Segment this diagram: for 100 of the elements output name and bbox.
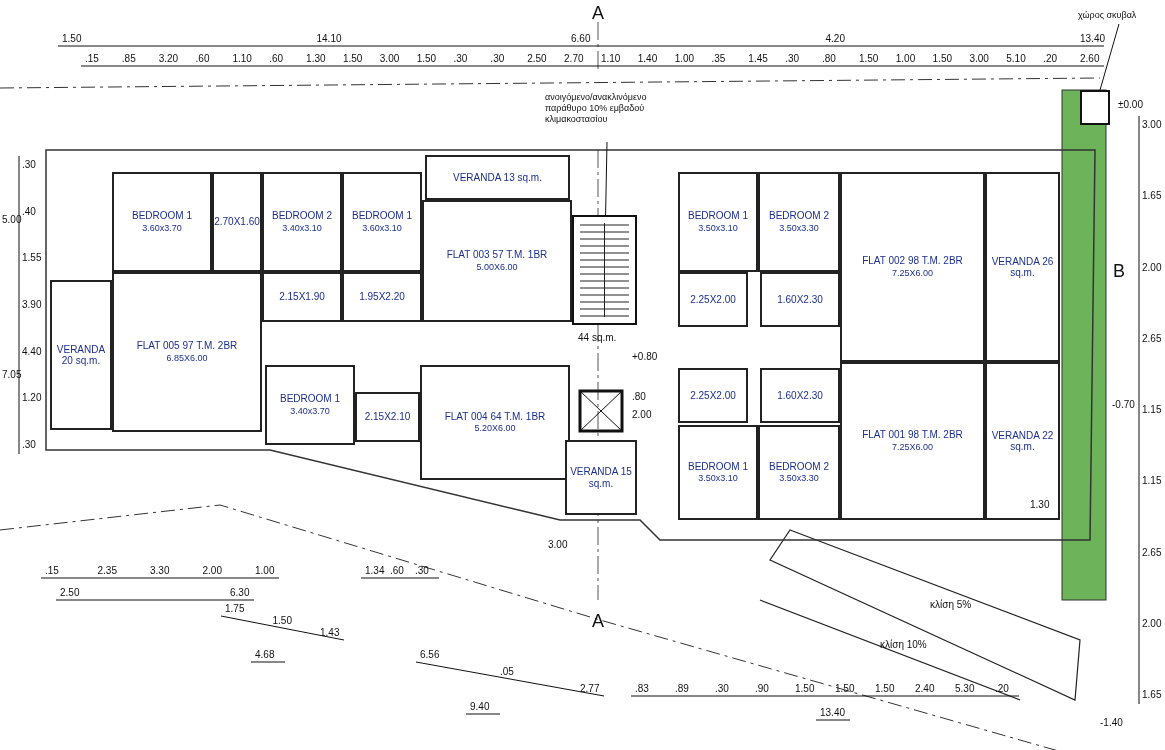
- dimension-label: 1.50: [932, 54, 953, 64]
- dimension-label: 5.00: [2, 215, 22, 225]
- dimension-label: 1.20: [22, 393, 42, 404]
- veranda: [425, 155, 570, 200]
- slope-label: κλίση 5%: [930, 600, 972, 610]
- dimension-label: 1.30: [1030, 500, 1050, 510]
- room-size: 6.85X6.00: [166, 353, 208, 364]
- bin-enclosure: [1080, 90, 1110, 125]
- room-size: 2.70X1.60: [214, 216, 260, 228]
- room-name: BEDROOM 2: [769, 210, 829, 222]
- dimension-label: .30: [453, 54, 468, 64]
- bathroom: [760, 272, 840, 327]
- room-size: 3.50x3.10: [698, 474, 738, 485]
- dimension-label: 1.75: [225, 604, 245, 614]
- veranda-label: VERANDA 20 sq.m.: [55, 343, 107, 367]
- dimension-label: 4.68: [255, 650, 275, 660]
- room-size: 1.60X2.30: [777, 389, 823, 402]
- leader-line: [1099, 23, 1120, 91]
- dimension-label: 9.40: [470, 702, 490, 712]
- veranda-label: VERANDA 26 sq.m.: [990, 255, 1055, 279]
- bathroom: [342, 272, 422, 322]
- dimension-label: .05: [500, 667, 514, 677]
- dimension-label: 6.30: [230, 588, 250, 598]
- veranda: [985, 362, 1060, 520]
- staircase-drawing: [572, 215, 637, 325]
- bathroom: [678, 272, 748, 327]
- note-text: ανοιγόμενο/ανακλινόμενο παράθυρο 10% εμβαδού κλιμακοστασίου: [545, 92, 670, 142]
- dimension-label: 1.10: [232, 54, 252, 64]
- room-size: 5.00X6.00: [476, 262, 518, 273]
- living-room: [422, 200, 572, 322]
- dimension-label: .60: [390, 566, 404, 576]
- room-name: BEDROOM 1: [688, 460, 748, 473]
- veranda: [50, 280, 112, 430]
- dimension-label: 3.00: [969, 54, 989, 64]
- room-size: 2.15X2.10: [364, 411, 411, 423]
- bedroom: [265, 365, 355, 445]
- dimension-label: 2.40: [915, 684, 935, 694]
- slope-label: κλίση 10%: [880, 640, 927, 650]
- dimension-label: .60: [269, 54, 284, 64]
- level-mark: -0.70: [1112, 400, 1135, 410]
- flat-label: FLAT 001 98 T.M. 2BR: [862, 429, 963, 441]
- bedroom: [262, 172, 342, 272]
- dimension-label: 1.50: [875, 684, 895, 694]
- bedroom: [678, 425, 758, 520]
- bedroom: [678, 172, 758, 272]
- section-marker: B: [1113, 262, 1125, 280]
- dimension-label: 2.60: [1080, 54, 1100, 64]
- living-room: [840, 172, 985, 362]
- dimension-label: 7.05: [2, 370, 22, 380]
- dimension-label: 1.00: [674, 54, 695, 64]
- dimension-label: .30: [715, 684, 729, 694]
- dimension-label: 6.60: [571, 34, 591, 44]
- dimension-label: 2.35: [97, 566, 117, 576]
- dimension-label: .20: [995, 684, 1009, 694]
- dimension-label: .89: [675, 684, 689, 694]
- room-size: 3.50x3.30: [779, 474, 819, 485]
- dimension-label: 1.50: [416, 54, 437, 64]
- dimension-label: 1.50: [62, 34, 82, 44]
- living-room: [420, 365, 570, 480]
- room-size: 7.25X6.00: [891, 442, 933, 453]
- veranda: [565, 440, 637, 515]
- room-size: 2.25X2.00: [690, 389, 736, 402]
- flat-label: FLAT 003 57 T.M. 1BR: [446, 249, 548, 261]
- room-size: 2.15X1.90: [279, 291, 325, 303]
- bathroom: [212, 172, 262, 272]
- dimension-label: 3.30: [150, 566, 170, 576]
- dimension-label: 1.65: [1142, 191, 1162, 202]
- level-mark: +0.80: [632, 352, 658, 362]
- dimension-label: 1.50: [835, 684, 855, 694]
- dimension-label: .85: [121, 54, 136, 64]
- dimension-label: .80: [632, 392, 646, 402]
- dimension-label: .30: [22, 160, 36, 170]
- room-size: 1.95X2.20: [359, 291, 405, 303]
- dimension-label: .30: [490, 54, 505, 64]
- dimension-label: .20: [1043, 54, 1058, 64]
- bedroom: [112, 172, 212, 272]
- leader-line: [605, 141, 608, 216]
- dimension-label: 2.50: [60, 588, 80, 598]
- dimension-label: 4.20: [825, 34, 845, 44]
- room-size: 3.40x3.70: [290, 406, 330, 417]
- flat-label: FLAT 005 97 T.M. 2BR: [136, 340, 238, 352]
- dimension-label: .30: [22, 440, 36, 450]
- room-size: 5.20X6.00: [474, 424, 516, 435]
- dimension-label: 3.20: [158, 54, 179, 64]
- dimension-label: 2.00: [202, 566, 222, 576]
- living-room: [840, 362, 985, 520]
- dimension-label: 1.50: [795, 684, 815, 694]
- dimension-label: 2.70: [564, 54, 584, 64]
- section-marker: A: [592, 612, 604, 630]
- dimension-label: 6.56: [420, 650, 440, 660]
- dimension-label: 1.65: [1142, 690, 1162, 700]
- room-name: BEDROOM 1: [132, 210, 192, 222]
- dimension-label: .30: [785, 54, 800, 64]
- dimension-label: .35: [711, 54, 726, 64]
- dimension-label: 2.50: [527, 54, 547, 64]
- room-name: BEDROOM 2: [272, 210, 332, 222]
- dimension-label: 1.00: [255, 566, 275, 576]
- dimension-label: 2.65: [1142, 547, 1162, 558]
- dimension-label: .15: [45, 566, 59, 576]
- dimension-label: 1.43: [320, 628, 340, 638]
